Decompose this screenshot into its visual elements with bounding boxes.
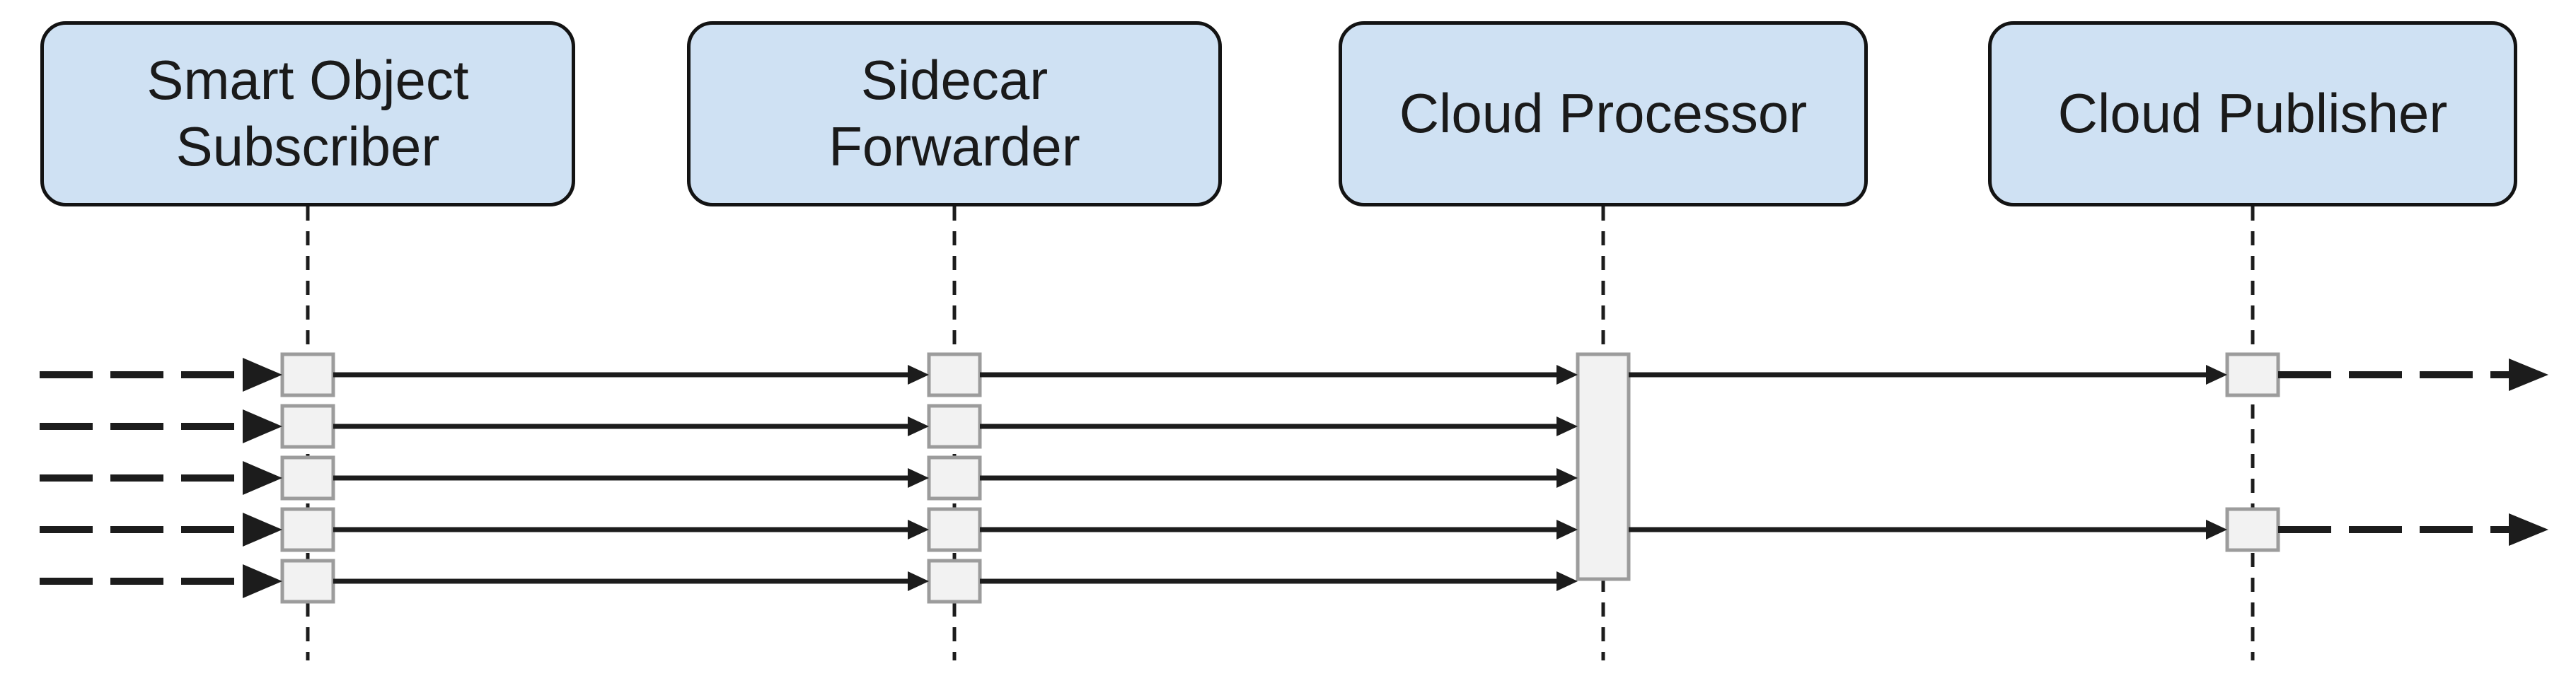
arrowhead-icon xyxy=(1556,468,1578,488)
outgoing-message-1 xyxy=(2278,358,2548,391)
activation-boxes xyxy=(280,352,2280,604)
incoming-message-2 xyxy=(40,409,282,443)
activation-smart-object-subscriber-5 xyxy=(280,559,335,604)
arrowhead-icon xyxy=(243,564,282,598)
arrowhead-icon xyxy=(908,571,929,591)
activation-cloud-processor xyxy=(1576,352,1631,581)
incoming-messages xyxy=(40,358,282,598)
incoming-message-1 xyxy=(40,358,282,392)
arrowhead-icon xyxy=(908,365,929,385)
subscriber-to-forwarder-message-2 xyxy=(333,416,929,436)
arrowhead-icon xyxy=(243,461,282,495)
actor-box-cloud-publisher: Cloud Publisher xyxy=(1988,21,2517,206)
activation-sidecar-forwarder-3 xyxy=(927,455,982,501)
arrowhead-icon xyxy=(2509,358,2548,391)
forwarder-to-processor-message-1 xyxy=(980,365,1578,385)
actor-label-cloud-processor: Cloud Processor xyxy=(1399,82,1808,145)
lifelines xyxy=(306,206,2255,660)
outgoing-message-2 xyxy=(2278,513,2548,546)
actor-box-sidecar-forwarder: Sidecar Forwarder xyxy=(687,21,1222,206)
arrowhead-icon xyxy=(243,358,282,392)
arrowhead-icon xyxy=(2206,520,2227,540)
arrowhead-icon xyxy=(243,409,282,443)
activation-smart-object-subscriber-1 xyxy=(280,352,335,397)
activation-smart-object-subscriber-2 xyxy=(280,404,335,449)
activation-sidecar-forwarder-2 xyxy=(927,404,982,449)
actor-box-cloud-processor: Cloud Processor xyxy=(1339,21,1868,206)
arrowhead-icon xyxy=(1556,571,1578,591)
arrowhead-icon xyxy=(2206,365,2227,385)
arrowhead-icon xyxy=(2509,513,2548,546)
arrowhead-icon xyxy=(1556,520,1578,540)
processor-to-publisher-messages xyxy=(1629,365,2227,540)
activation-sidecar-forwarder-5 xyxy=(927,559,982,604)
incoming-message-3 xyxy=(40,461,282,495)
outgoing-messages xyxy=(2278,358,2548,546)
activation-sidecar-forwarder-1 xyxy=(927,352,982,397)
subscriber-to-forwarder-message-5 xyxy=(333,571,929,591)
activation-smart-object-subscriber-3 xyxy=(280,455,335,501)
arrowhead-icon xyxy=(243,513,282,547)
processor-to-publisher-message-2 xyxy=(1629,520,2227,540)
arrowhead-icon xyxy=(1556,416,1578,436)
actor-label-cloud-publisher: Cloud Publisher xyxy=(2057,82,2448,145)
activation-cloud-publisher-1 xyxy=(2225,352,2280,397)
arrowhead-icon xyxy=(908,468,929,488)
incoming-message-5 xyxy=(40,564,282,598)
actor-label-smart-object-subscriber: Smart Object Subscriber xyxy=(146,49,469,177)
forwarder-to-processor-message-4 xyxy=(980,520,1578,540)
activation-smart-object-subscriber-4 xyxy=(280,507,335,552)
subscriber-to-forwarder-message-3 xyxy=(333,468,929,488)
processor-to-publisher-message-1 xyxy=(1629,365,2227,385)
incoming-message-4 xyxy=(40,513,282,547)
actor-box-smart-object-subscriber: Smart Object Subscriber xyxy=(40,21,575,206)
arrowhead-icon xyxy=(1556,365,1578,385)
arrowhead-icon xyxy=(908,520,929,540)
forwarder-to-processor-message-3 xyxy=(980,468,1578,488)
activation-sidecar-forwarder-4 xyxy=(927,507,982,552)
subscriber-to-forwarder-message-4 xyxy=(333,520,929,540)
arrowhead-icon xyxy=(908,416,929,436)
subscriber-to-forwarder-messages xyxy=(333,365,929,591)
activation-cloud-publisher-2 xyxy=(2225,507,2280,552)
forwarder-to-processor-message-2 xyxy=(980,416,1578,436)
forwarder-to-processor-messages xyxy=(980,365,1578,591)
actor-label-sidecar-forwarder: Sidecar Forwarder xyxy=(828,49,1080,177)
forwarder-to-processor-message-5 xyxy=(980,571,1578,591)
subscriber-to-forwarder-message-1 xyxy=(333,365,929,385)
